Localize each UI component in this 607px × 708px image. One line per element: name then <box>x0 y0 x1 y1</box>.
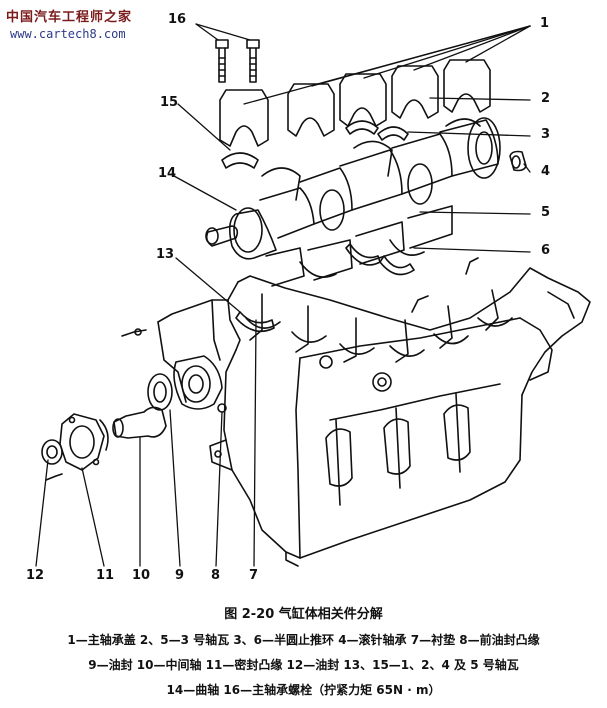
callout-15: 15 <box>160 95 179 110</box>
legend-line-3: 14—曲轴 16—主轴承螺栓（拧紧力矩 65N · m） <box>166 683 441 697</box>
watermark-site-name: 中国汽车工程师之家 <box>6 10 133 25</box>
callout-4: 4 <box>541 164 551 179</box>
callout-10: 10 <box>132 568 151 583</box>
figure-title: 图 2-20 气缸体相关件分解 <box>224 607 383 622</box>
needle-bearing <box>509 150 527 172</box>
callout-16: 16 <box>168 12 187 27</box>
front-components <box>41 355 227 481</box>
main-bearing-bolts <box>215 39 260 83</box>
callout-5: 5 <box>541 205 551 220</box>
callout-7: 7 <box>249 568 259 583</box>
crankshaft <box>205 117 501 287</box>
callout-8: 8 <box>211 568 221 583</box>
legend-line-2: 9—油封 10—中间轴 11—密封凸缘 12—油封 13、15—1、2、4 及 … <box>88 658 519 672</box>
watermark-url: www.cartech8.com <box>10 27 126 41</box>
callout-14: 14 <box>158 166 177 181</box>
callout-6: 6 <box>541 243 551 258</box>
cylinder-block <box>121 257 591 567</box>
callout-2: 2 <box>541 91 551 106</box>
callout-1: 1 <box>540 16 550 31</box>
bearing-shells <box>221 120 415 333</box>
callout-3: 3 <box>541 127 551 142</box>
legend-line-1: 1—主轴承盖 2、5—3 号轴瓦 3、6—半圆止推环 4—滚针轴承 7—衬垫 8… <box>67 633 540 647</box>
leader-lines <box>35 23 531 567</box>
callout-9: 9 <box>175 568 185 583</box>
main-bearing-caps <box>219 59 491 147</box>
callout-12: 12 <box>26 568 45 583</box>
callout-13: 13 <box>156 247 175 262</box>
callout-11: 11 <box>96 568 115 583</box>
